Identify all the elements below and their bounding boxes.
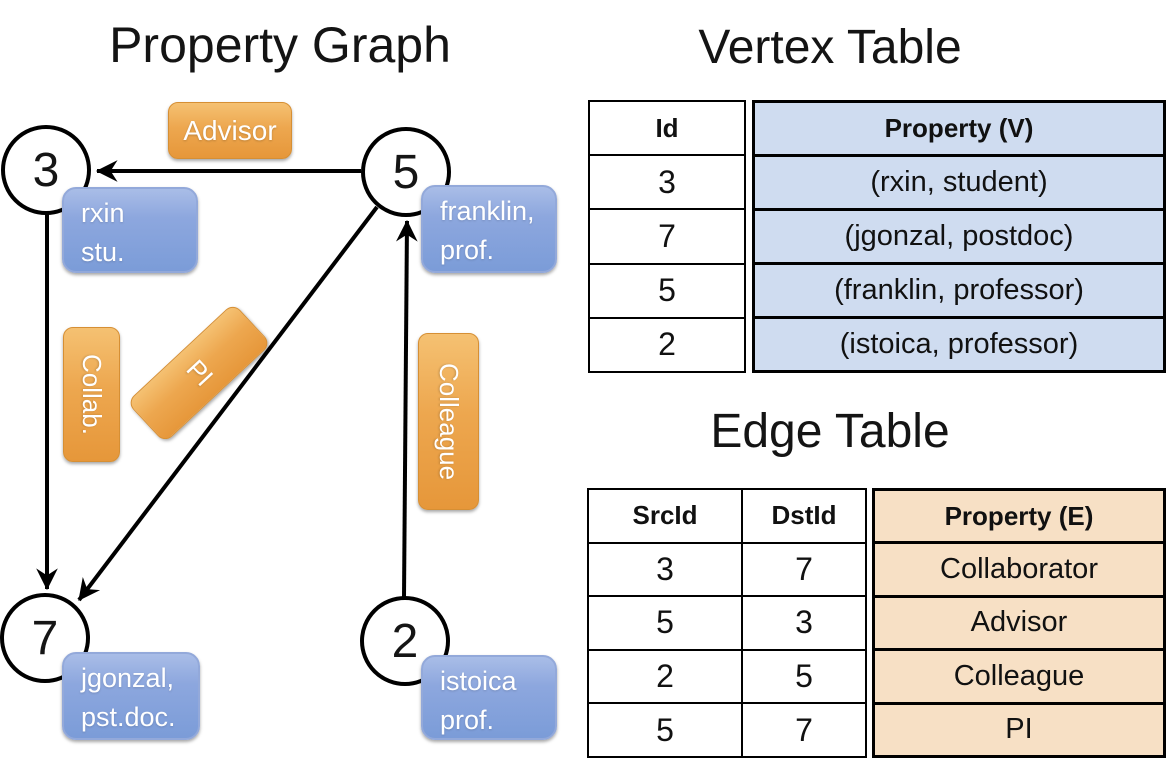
vertex-table-property-cell: (rxin, student) [755, 157, 1163, 208]
edge-table-dst-cell: 7 [743, 543, 865, 596]
edge-table-header-dstid: DstId [743, 490, 865, 542]
edge-table-src-cell: 5 [589, 597, 741, 649]
edge-table-header-srcid: SrcId [589, 490, 741, 542]
vertex-node-3-id: 3 [32, 143, 60, 197]
edge-table-src-dst-columns: SrcId DstId 3 7 5 3 2 5 5 7 [587, 488, 867, 758]
vertex-property-box-7-line1: jgonzal, [81, 663, 175, 693]
vertex-table-header-id: Id [590, 102, 744, 155]
vertex-table-property-cell: (franklin, professor) [755, 265, 1163, 316]
vertex-table-id-cell: 5 [590, 264, 744, 317]
vertex-property-box-2-line1: istoica [440, 666, 517, 696]
edge-pi-arrow-5-to-7 [77, 205, 379, 602]
edge-table-dst-cell: 7 [743, 704, 865, 756]
edge-label-pi-text: PI [180, 353, 219, 392]
vertex-table-id-column: Id 3 7 5 2 [588, 100, 746, 373]
edge-colleague-arrow-2-to-5 [396, 219, 418, 598]
vertex-property-box-5-line1: franklin, [440, 196, 535, 226]
graph-edges-layer [36, 160, 418, 602]
vertex-property-box-2-line2: prof. [440, 705, 495, 735]
vertex-property-box-3-line2: stu. [81, 237, 125, 267]
vertex-node-5: 5 [361, 127, 451, 217]
vertex-node-2-id: 2 [391, 614, 419, 668]
edge-table-header-property: Property (E) [875, 491, 1163, 542]
vertex-node-7-id: 7 [31, 611, 59, 665]
vertex-table-id-cell: 3 [590, 156, 744, 209]
edge-table-dst-cell: 3 [743, 597, 865, 649]
vertex-table-id-cell: 2 [590, 318, 744, 371]
edge-table-src-cell: 2 [589, 650, 741, 703]
edge-table-property-cell: Colleague [875, 651, 1163, 702]
vertex-table-property-cell: (jgonzal, postdoc) [755, 211, 1163, 262]
vertex-table-property-cell: (istoica, professor) [755, 319, 1163, 370]
edge-table-title: Edge Table [710, 405, 950, 458]
vertex-node-2: 2 [360, 596, 450, 686]
vertex-property-box-7-line2: pst.doc. [81, 702, 176, 732]
vertex-property-box-5-line2: prof. [440, 235, 495, 265]
vertex-node-5-id: 5 [392, 145, 420, 199]
vertex-property-box-7: jgonzal, pst.doc. [62, 652, 200, 740]
vertex-property-box-2: istoica prof. [421, 655, 557, 740]
vertex-property-box-3: rxin stu. [62, 187, 198, 273]
vertex-table-property-column: Property (V) (rxin, student) (jgonzal, p… [752, 100, 1166, 373]
edge-table-src-cell: 3 [589, 543, 741, 596]
edge-table-dst-cell: 5 [743, 650, 865, 703]
edge-label-collab: Collab. [63, 327, 120, 462]
vertex-table-title: Vertex Table [698, 21, 962, 74]
edge-table-property-cell: Collaborator [875, 544, 1163, 595]
edge-table-property-column: Property (E) Collaborator Advisor Collea… [872, 488, 1166, 758]
edge-table-property-cell: PI [875, 704, 1163, 755]
property-graph-title: Property Graph [109, 17, 451, 73]
vertex-property-box-5: franklin, prof. [421, 185, 557, 273]
edge-label-advisor: Advisor [168, 102, 292, 159]
vertex-property-box-3-line1: rxin [81, 198, 125, 228]
vertex-table-header-property: Property (V) [755, 103, 1163, 154]
edge-table-src-cell: 5 [589, 704, 741, 756]
edge-table-property-cell: Advisor [875, 597, 1163, 649]
vertex-table-id-cell: 7 [590, 210, 744, 263]
edge-label-colleague: Colleague [418, 333, 479, 510]
